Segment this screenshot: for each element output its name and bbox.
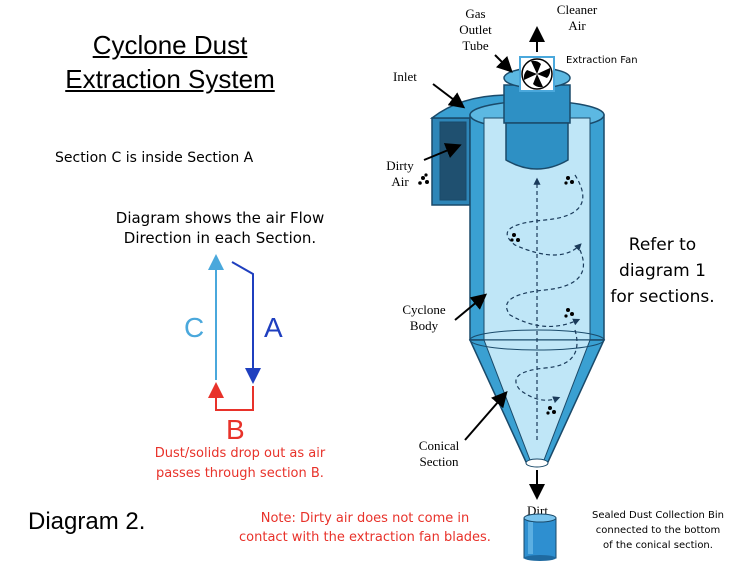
cyclone-body-line-1: Cyclone <box>402 302 446 317</box>
refer-line-2: diagram 1 <box>619 261 706 281</box>
cleaner-air-label: Cleaner Air <box>542 2 612 34</box>
extraction-fan-icon <box>519 56 555 92</box>
refer-line-1: Refer to <box>628 235 697 255</box>
cleaner-air-line-1: Cleaner <box>556 2 598 17</box>
dust-note-line-2: passes through section B. <box>156 466 324 481</box>
cyclone-body-line-2: Body <box>409 318 439 333</box>
cleaner-air-line-2: Air <box>568 18 586 33</box>
fan-note: Note: Dirty air does not come in contact… <box>215 509 515 547</box>
bin-line-3: of the conical section. <box>603 540 713 551</box>
flow-b-arrow <box>208 382 254 411</box>
dust-note-line-1: Dust/solids drop out as air <box>154 446 326 461</box>
gas-outlet-label: Gas Outlet Tube <box>448 6 503 54</box>
conical-line-1: Conical <box>418 438 460 453</box>
flow-direction-diagram <box>208 254 261 411</box>
refer-line-3: for sections. <box>610 287 715 307</box>
inlet-duct <box>429 94 506 206</box>
cyclone-body-label: Cyclone Body <box>394 302 454 334</box>
bin-line-1: Sealed Dust Collection Bin <box>591 510 725 521</box>
pointer-arrows <box>423 54 545 500</box>
title-line-1: Cyclone Dust <box>92 30 248 60</box>
gas-outlet-line-2: Outlet <box>459 22 492 37</box>
gas-outlet-line-3: Tube <box>462 38 489 53</box>
bin-line-2: connected to the bottom <box>595 525 721 536</box>
page-title: Cyclone Dust Extraction System <box>40 28 300 96</box>
dirty-air-line-1: Dirty <box>386 158 414 173</box>
dirty-air-line-2: Air <box>391 174 409 189</box>
flow-label-c: C <box>184 312 205 343</box>
flow-label-b: B <box>226 414 245 445</box>
inlet-label: Inlet <box>393 69 417 84</box>
dust-note: Dust/solids drop out as air passes throu… <box>110 444 370 484</box>
refer-note: Refer to diagram 1 for sections. <box>600 232 725 310</box>
diagram-label: Diagram 2. <box>28 508 146 535</box>
flow-a-arrow <box>231 261 261 384</box>
gas-outlet-line-1: Gas <box>465 6 486 21</box>
spiral-flow-path <box>505 174 585 440</box>
conical-line-2: Section <box>419 454 459 469</box>
title-line-2: Extraction System <box>65 64 275 94</box>
section-note: Section C is inside Section A <box>55 150 254 166</box>
conical-section-label: Conical Section <box>404 438 474 470</box>
dust-bin-icon <box>523 513 557 561</box>
flow-note-line-2: Direction in each Section. <box>123 229 317 247</box>
flow-note: Diagram shows the air Flow Direction in … <box>80 208 360 248</box>
fan-note-line-1: Note: Dirty air does not come in <box>260 511 470 526</box>
extraction-fan-label: Extraction Fan <box>566 55 638 66</box>
flow-label-a: A <box>264 312 283 343</box>
dirty-air-label: Dirty Air <box>380 158 420 190</box>
dust-particles <box>418 173 574 415</box>
fan-note-line-2: contact with the extraction fan blades. <box>239 530 491 545</box>
flow-note-line-1: Diagram shows the air Flow <box>115 209 325 227</box>
bin-label: Sealed Dust Collection Bin connected to … <box>568 508 748 553</box>
